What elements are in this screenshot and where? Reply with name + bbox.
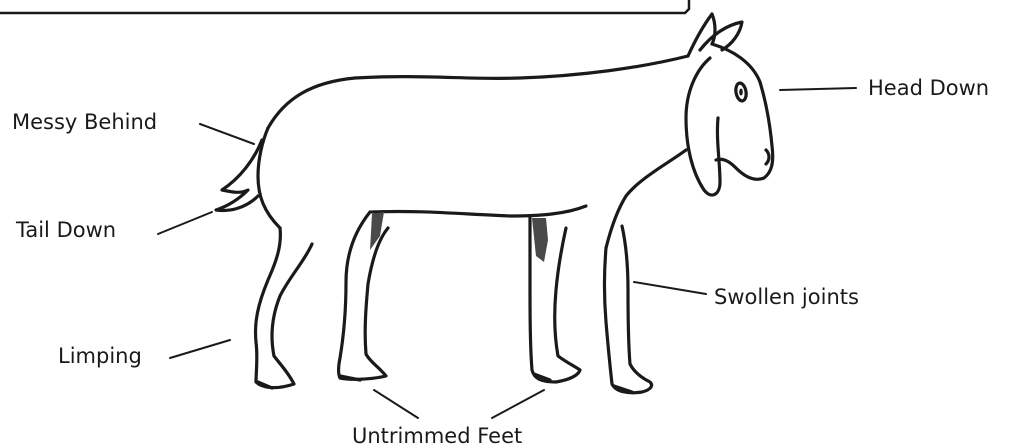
label-messy-behind: Messy Behind [12, 112, 157, 133]
goat-tail [216, 140, 262, 210]
goat-head [712, 44, 773, 179]
leader-line-untrimmed-feet-right [492, 390, 544, 418]
label-head-down: Head Down [868, 78, 989, 99]
goat-front-leg-2 [605, 226, 652, 393]
top-box [0, 0, 689, 13]
label-untrimmed-feet: Untrimmed Feet [352, 426, 522, 447]
goat-back [268, 56, 688, 128]
goat-belly [372, 206, 586, 216]
goat-neck [606, 150, 686, 248]
label-tail-down: Tail Down [16, 220, 116, 241]
goat-hind-leg-2 [339, 212, 389, 379]
goat-ear [686, 58, 720, 195]
leader-line-limping [170, 340, 230, 358]
goat-illustration [216, 14, 773, 393]
leader-line-untrimmed-feet-left [374, 390, 418, 418]
leader-line-tail-down [158, 212, 212, 234]
leader-line-head-down [780, 88, 856, 90]
leg-shading [370, 212, 548, 262]
leader-line-messy-behind [200, 124, 254, 144]
goat-nose [766, 150, 769, 164]
label-swollen-joints: Swollen joints [714, 287, 859, 308]
label-limping: Limping [58, 346, 142, 367]
goat-hind-leg [256, 228, 313, 388]
leader-line-swollen-joints [634, 282, 706, 294]
